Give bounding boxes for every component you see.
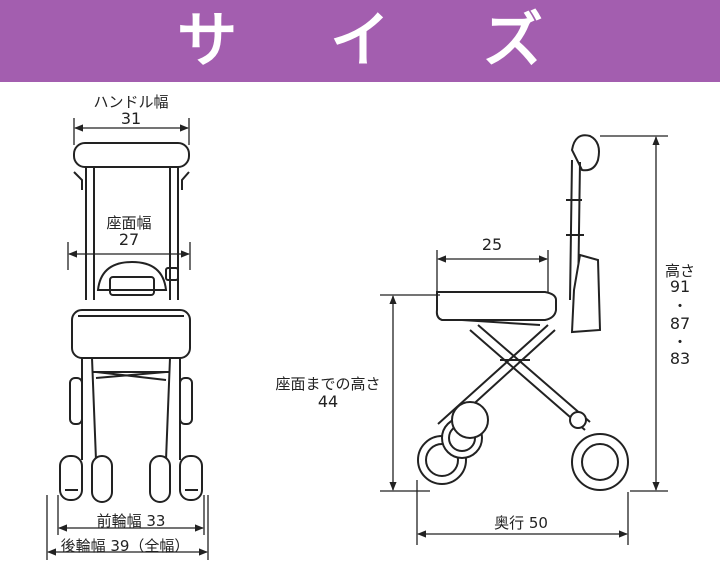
height-value-2: 87: [669, 314, 691, 333]
front-view-walker: [59, 142, 203, 503]
height-value-3: 83: [669, 349, 691, 368]
title-banner: [0, 0, 720, 82]
side-view-walker: [417, 134, 629, 491]
handle-width-value: 31: [120, 109, 142, 128]
height-value-1: 91: [669, 277, 691, 296]
depth-label: 奥行 50: [494, 514, 548, 532]
height-separator-2: ・: [672, 333, 688, 351]
page-title: サ イ ズ: [177, 6, 579, 76]
height-separator-1: ・: [672, 297, 688, 315]
seat-width-label: 座面幅: [106, 214, 152, 232]
front-dimension-lines: [46, 118, 209, 560]
rear-wheel-width-label: 後輪幅 39（全幅）: [60, 537, 190, 555]
height-label: 高さ: [664, 262, 696, 280]
side-dimension-lines: [380, 135, 668, 545]
seat-depth-value: 25: [481, 235, 503, 254]
front-wheel-width-label: 前輪幅 33: [96, 512, 166, 530]
seat-height-value: 44: [317, 392, 339, 411]
seat-width-value: 27: [118, 230, 140, 249]
seat-height-label: 座面までの高さ: [275, 375, 381, 393]
handle-width-label: ハンドル幅: [93, 93, 169, 111]
